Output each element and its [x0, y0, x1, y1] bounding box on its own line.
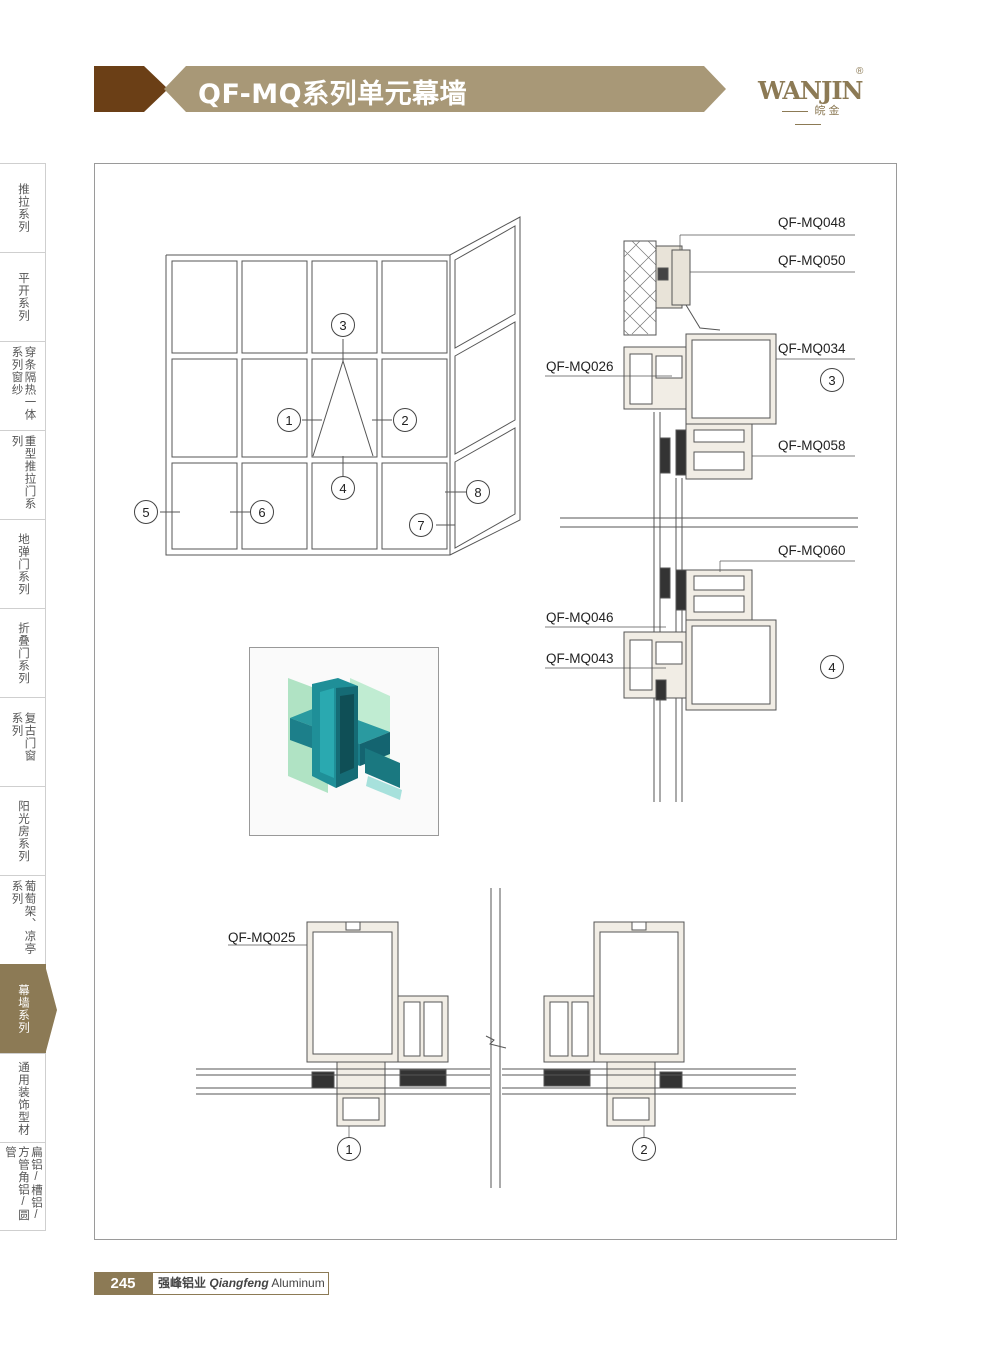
sidebar-item-label: 折叠门系列 — [17, 621, 29, 685]
sidebar-item-label: 平开系列 — [17, 272, 29, 322]
section-marker-3: 3 — [820, 368, 844, 392]
sidebar-item-thermal[interactable]: 穿条隔热一体系列窗纱 — [0, 341, 46, 430]
sidebar-item-flat-aluminum[interactable]: 扁铝/槽铝/方管角铝/圆管 — [0, 1142, 46, 1231]
sidebar-item-curtain-wall[interactable]: 幕墙系列 — [0, 964, 57, 1055]
sidebar-item-label: 葡萄架、凉亭系列 — [10, 880, 36, 955]
header-brown-block — [94, 66, 144, 112]
sidebar-item-retro[interactable]: 复古门窗系列 — [0, 697, 46, 786]
registered-mark: ® — [856, 66, 864, 77]
sidebar-item-label: 重型推拉门系列 — [10, 435, 36, 510]
label-qf-mq058: QF-MQ058 — [778, 438, 846, 453]
sidebar-item-pergola[interactable]: 葡萄架、凉亭系列 — [0, 875, 46, 964]
brand-name-en: Qiangfeng — [209, 1276, 269, 1290]
section-marker-4: 4 — [820, 655, 844, 679]
label-qf-mq025: QF-MQ025 — [228, 930, 296, 945]
marker-8: 8 — [466, 480, 490, 504]
sidebar-item-label: 穿条隔热一体系列窗纱 — [10, 346, 36, 421]
sidebar-item-heavy-sliding[interactable]: 重型推拉门系列 — [0, 430, 46, 519]
sidebar-item-label: 扁铝/槽铝/方管角铝/圆管 — [4, 1145, 42, 1222]
sidebar-item-casement[interactable]: 平开系列 — [0, 252, 46, 341]
marker-7: 7 — [409, 513, 433, 537]
profile-product-image — [249, 647, 439, 836]
sidebar-item-sliding[interactable]: 推拉系列 — [0, 163, 46, 252]
brand-logo: WANJIN ® 皖 金 — [758, 66, 868, 122]
logo-subtitle: 皖 金 — [758, 102, 858, 130]
horizontal-sections — [196, 888, 796, 1188]
sidebar-item-label: 推拉系列 — [17, 183, 29, 233]
category-sidebar: 推拉系列 平开系列 穿条隔热一体系列窗纱 重型推拉门系列 地弹门系列 折叠门系列… — [0, 163, 57, 1231]
sidebar-item-label: 复古门窗系列 — [10, 712, 36, 762]
section-marker-2: 2 — [632, 1137, 656, 1161]
brand-name-cn: 强峰铝业 — [158, 1276, 207, 1290]
sidebar-item-label: 通用装饰型材 — [17, 1060, 29, 1136]
marker-3: 3 — [331, 313, 355, 337]
label-qf-mq034: QF-MQ034 — [778, 341, 846, 356]
label-qf-mq043: QF-MQ043 — [546, 651, 614, 666]
vertical-section — [545, 234, 858, 802]
marker-4: 4 — [331, 476, 355, 500]
sidebar-item-label: 阳光房系列 — [17, 799, 29, 863]
marker-6: 6 — [250, 500, 274, 524]
sidebar-item-sunroom[interactable]: 阳光房系列 — [0, 786, 46, 875]
label-qf-mq046: QF-MQ046 — [546, 610, 614, 625]
sidebar-item-label: 幕墙系列 — [17, 984, 29, 1034]
sidebar-item-decorative[interactable]: 通用装饰型材 — [0, 1053, 46, 1142]
marker-5: 5 — [134, 500, 158, 524]
elevation-drawing — [160, 216, 521, 556]
label-qf-mq050: QF-MQ050 — [778, 253, 846, 268]
sidebar-item-spring-door[interactable]: 地弹门系列 — [0, 519, 46, 608]
marker-1: 1 — [277, 408, 301, 432]
section-marker-1: 1 — [337, 1137, 361, 1161]
brand-name-en-suffix: Aluminum — [268, 1276, 325, 1290]
sidebar-item-folding-door[interactable]: 折叠门系列 — [0, 608, 46, 697]
content-frame — [94, 163, 897, 1240]
label-qf-mq060: QF-MQ060 — [778, 543, 846, 558]
sidebar-item-label: 地弹门系列 — [17, 532, 29, 596]
label-qf-mq026: QF-MQ026 — [546, 359, 614, 374]
label-qf-mq048: QF-MQ048 — [778, 215, 846, 230]
logo-wordmark: WANJIN — [758, 76, 863, 105]
page-title: QF-MQ系列单元幕墙 — [198, 79, 468, 110]
page-number: 245 — [94, 1272, 152, 1295]
marker-2: 2 — [393, 408, 417, 432]
header-banner — [164, 66, 726, 112]
footer-brand: 强峰铝业 Qiangfeng Aluminum — [152, 1272, 329, 1295]
